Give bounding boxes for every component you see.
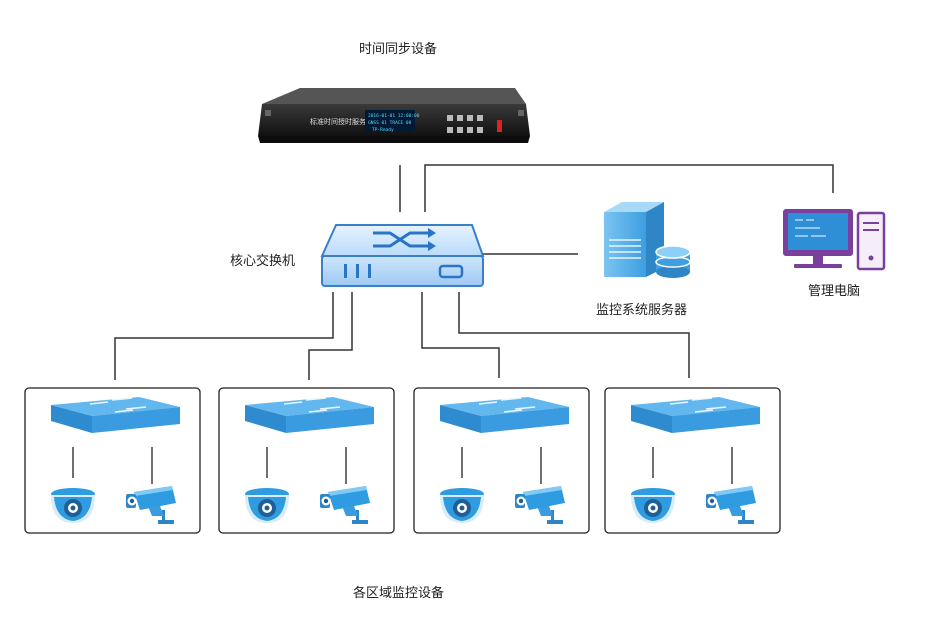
- monitor-server-label: 监控系统服务器: [596, 303, 688, 318]
- bullet-camera-icon: [706, 486, 756, 524]
- region-devices: [51, 397, 760, 524]
- bullet-camera-icon: [126, 486, 176, 524]
- admin-pc-label: 管理电脑: [808, 284, 861, 299]
- device-screen-line: 2016-01-01 12:00:00: [368, 113, 420, 119]
- dome-camera-icon: [51, 488, 95, 523]
- camera-link-lines: [461, 447, 542, 484]
- server-icon: [604, 202, 691, 278]
- region-group: [245, 397, 374, 524]
- region-group: [51, 397, 180, 524]
- camera-link-lines: [72, 447, 153, 484]
- device-brand-text: 标准时间授时服务器: [310, 117, 373, 126]
- dome-camera-icon: [631, 488, 675, 523]
- device-port-buttons: [447, 115, 483, 133]
- camera-link-lines: [652, 447, 733, 484]
- database-icon: [655, 245, 691, 278]
- access-switch-icon: [245, 397, 374, 433]
- core-switch-label: 核心交换机: [230, 254, 296, 269]
- bullet-camera-icon: [515, 486, 565, 524]
- power-switch-icon: [497, 120, 502, 132]
- camera-link-lines: [266, 447, 347, 484]
- access-switch-icon: [631, 397, 760, 433]
- time-sync-device-icon: 标准时间授时服务器 2016-01-01 12:00:00 GNSS 01 TR…: [258, 88, 530, 143]
- bullet-camera-icon: [320, 486, 370, 524]
- core-switch-icon: [320, 224, 485, 287]
- time-sync-label: 时间同步设备: [359, 42, 438, 57]
- dome-camera-icon: [440, 488, 484, 523]
- access-switch-icon: [440, 397, 569, 433]
- device-screen-line: TP-Ready: [372, 127, 394, 133]
- region-group: [631, 397, 760, 524]
- admin-pc-icon: [783, 209, 886, 271]
- connection-lines: [114, 164, 834, 380]
- device-screen-line: GNSS 01 TRACE 08: [368, 120, 412, 126]
- region-group: [440, 397, 569, 524]
- access-switch-icon: [51, 397, 180, 433]
- area-devices-label: 各区域监控设备: [353, 586, 445, 601]
- dome-camera-icon: [245, 488, 289, 523]
